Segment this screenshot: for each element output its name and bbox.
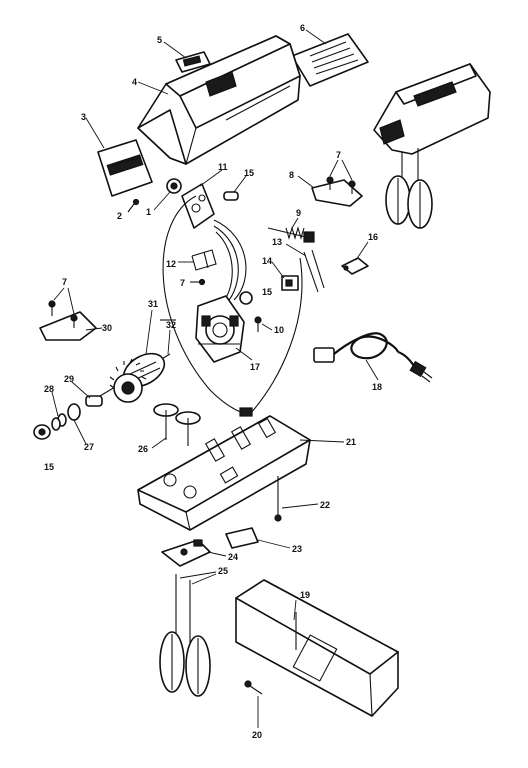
callout-13: 13 [272,237,282,247]
part-28-washer [51,413,67,431]
part-22-screw [274,476,282,522]
callout-16-upper: 16 [368,232,378,242]
part-4-upper-housing [137,35,301,165]
callout-10: 10 [274,325,284,335]
part-26-washer [67,403,81,421]
part-11-switch-assembly [181,183,215,229]
callout-8: 8 [289,170,294,180]
part-1-bushing [166,178,182,194]
callout-21: 21 [346,437,356,447]
callout-9: 9 [296,208,301,218]
callout-7-lower: 7 [62,277,67,287]
part-30-bracket [39,300,97,341]
callout-28: 28 [44,384,54,394]
part-26-gears [153,403,201,446]
part-21-base-housing [137,415,311,531]
callout-32: 32 [166,320,176,330]
part-3-switch-plate [97,139,153,197]
part-6-instruction-label [291,33,369,87]
part-17-field-assembly [195,295,245,363]
callout-24: 24 [228,552,238,562]
part-23-label [225,527,259,549]
callout-2: 2 [117,211,122,221]
callout-23: 23 [292,544,302,554]
part-31-armature [99,352,171,403]
callout-11: 11 [218,162,228,172]
callout-12: 12 [166,259,176,269]
callout-7-upper: 7 [336,150,341,160]
callout-26: 26 [138,444,148,454]
callout-15-upper: 15 [244,168,254,178]
part-24-ejector-plate [161,539,211,567]
callout-6: 6 [300,23,305,33]
part-14-contact-block [281,275,299,291]
callout-30: 30 [102,323,112,333]
part-2-screw [127,198,140,213]
callout-19: 19 [300,590,310,600]
part-10-screw [254,316,262,332]
callout-7-middle: 7 [180,278,185,288]
callout-5: 5 [157,35,162,45]
part-25-beaters [159,574,211,697]
callout-15-lower: 15 [44,462,54,472]
callout-31: 31 [148,299,158,309]
part-15-grommet-middle [239,291,253,305]
callout-4: 4 [132,77,137,87]
assembled-mixer-illustration [373,63,491,229]
part-15-grommet-lower [33,424,51,440]
callout-17: 17 [250,362,260,372]
part-9-spring-contact [267,226,315,243]
part-8-switch-bracket [311,176,363,207]
part-19-bottom-cover [235,579,399,717]
callout-18-cord: 18 [372,382,382,392]
callout-15-middle: 15 [262,287,272,297]
callout-14: 14 [262,256,272,266]
part-12-bracket [191,249,217,271]
part-20-screw [244,680,263,695]
callout-25: 25 [218,566,228,576]
part-29-bearing [85,395,103,407]
callout-1: 1 [146,207,151,217]
callout-22: 22 [320,500,330,510]
callout-27: 27 [84,442,94,452]
callout-29: 29 [64,374,74,384]
callout-20: 20 [252,730,262,740]
wiring-harness [162,195,303,417]
part-18-power-cord [313,332,433,383]
part-5-nameplate [175,51,211,73]
callout-3: 3 [81,112,86,122]
part-16-clip-upper [341,257,369,275]
part-15-clip-upper [223,191,239,201]
part-7-screw-middle [190,278,206,286]
part-13-bracket [303,249,325,293]
